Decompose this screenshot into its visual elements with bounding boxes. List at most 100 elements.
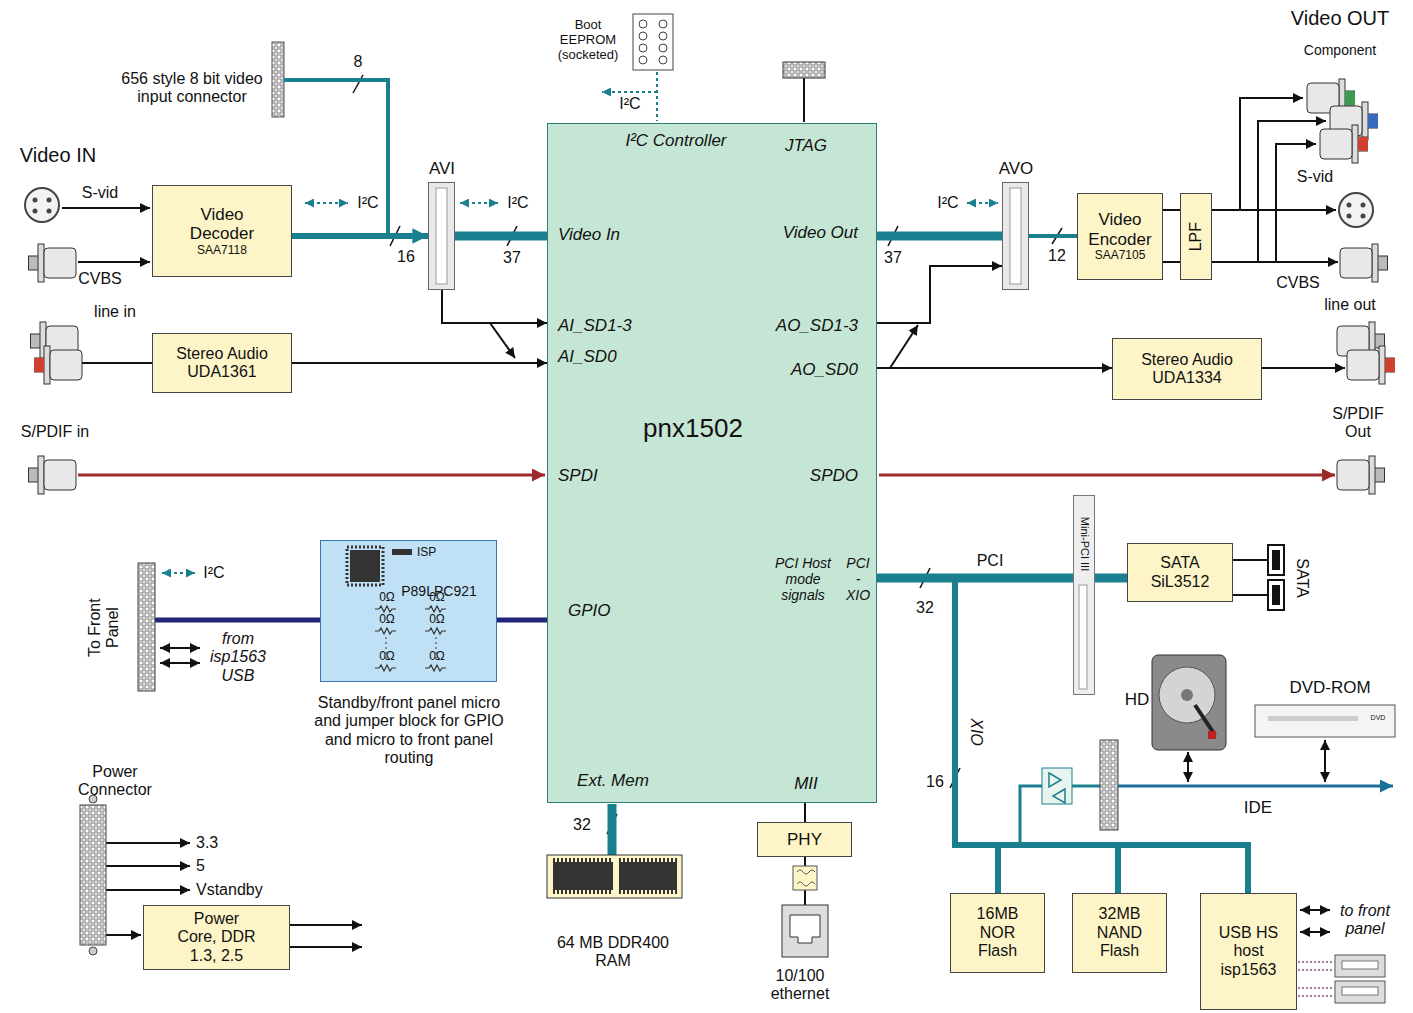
hard-disk bbox=[1152, 655, 1226, 750]
box-text: AVI bbox=[429, 159, 455, 179]
signal-wire bbox=[82, 362, 152, 364]
box-text: GPIO bbox=[568, 601, 611, 621]
sata-connector bbox=[1268, 545, 1284, 575]
diagram-label: DVD bbox=[1371, 714, 1386, 722]
connector bbox=[1163, 261, 1180, 263]
signal-wire bbox=[78, 261, 150, 263]
ethernet-jack bbox=[790, 915, 820, 943]
signal-wire bbox=[1276, 144, 1316, 262]
signal-wire bbox=[1324, 740, 1326, 782]
diagram-label: 16 bbox=[926, 773, 944, 791]
power-box: Power Core, DDR 1.3, 2.5 bbox=[143, 905, 290, 970]
usb-jack bbox=[1342, 961, 1378, 969]
signal-wire bbox=[106, 889, 190, 891]
ram-chips bbox=[547, 855, 682, 898]
jack-icon bbox=[29, 456, 77, 494]
signal-wire bbox=[1233, 594, 1268, 596]
slot-connector: Mini-PCI III bbox=[1073, 495, 1095, 695]
connector bbox=[442, 290, 547, 323]
header-connector bbox=[783, 62, 825, 78]
av-connector: AVI bbox=[428, 182, 455, 290]
chip-box: USB HS host isp1563 bbox=[1200, 893, 1297, 1010]
i2c-arrow bbox=[162, 572, 195, 574]
jack-icon bbox=[1345, 91, 1355, 105]
signal-wire bbox=[1240, 98, 1303, 210]
diagram-label: 32 bbox=[916, 599, 934, 617]
box-text: PCI - XIO bbox=[843, 555, 873, 603]
jack-icon bbox=[1320, 125, 1368, 163]
hard-disk bbox=[1208, 731, 1216, 739]
sata-connector bbox=[1268, 545, 1284, 610]
i2c-arrow bbox=[967, 202, 998, 204]
diagram-label: Boot EEPROM (socketed) bbox=[549, 18, 627, 63]
box-text: AI_SD1-3 bbox=[558, 316, 632, 336]
diagram-label: 3.3 bbox=[196, 834, 218, 852]
bus-wire bbox=[272, 42, 284, 117]
box-text: Mini-PCI III bbox=[1079, 517, 1092, 571]
jack-icon bbox=[1347, 346, 1395, 384]
jack-icon bbox=[29, 244, 77, 282]
diagram-label: 64 MB DDR400 RAM bbox=[538, 934, 688, 971]
box-text: Power Core, DDR 1.3, 2.5 bbox=[176, 910, 258, 965]
bus-label: 12 bbox=[1046, 247, 1068, 265]
diagram-label: Component bbox=[1304, 42, 1376, 58]
diagram-label: SATA bbox=[1293, 558, 1311, 597]
eeprom-chip bbox=[639, 44, 647, 52]
box-text: SAA7118 bbox=[197, 244, 247, 258]
diagram-label: line out bbox=[1324, 296, 1376, 314]
av-connector-drawing bbox=[428, 182, 455, 290]
i2c-arrow bbox=[305, 202, 348, 204]
connector bbox=[877, 578, 1248, 893]
connector bbox=[1095, 574, 1127, 583]
signal-wire bbox=[160, 662, 200, 664]
box-text: SPDO bbox=[810, 466, 858, 486]
diagram-label: from isp1563 USB bbox=[203, 630, 273, 685]
ram-chips bbox=[547, 855, 682, 898]
signal-wire bbox=[290, 946, 362, 948]
av-connector-drawing bbox=[1010, 188, 1021, 284]
jack-icon bbox=[1340, 244, 1388, 282]
bus-wire bbox=[1118, 785, 1393, 788]
diagram-label: IDE bbox=[1244, 798, 1272, 818]
diagram-label: Vstandby bbox=[196, 881, 263, 899]
signal-wire bbox=[62, 78, 1345, 947]
box-text: 32MB NAND Flash bbox=[1090, 905, 1150, 960]
connector bbox=[292, 233, 428, 239]
diagram-label: CVBS bbox=[78, 270, 122, 288]
diagram-label: S-vid bbox=[82, 184, 118, 202]
diagram-label: S/PDIF in bbox=[21, 423, 89, 441]
bus-label: 16 bbox=[395, 248, 417, 266]
micro-block-drawing bbox=[347, 547, 383, 585]
signal-wire bbox=[106, 865, 190, 867]
diagram-label: to front panel bbox=[1329, 902, 1401, 939]
signal-wire bbox=[290, 924, 362, 926]
micro-block-drawing bbox=[375, 606, 396, 612]
jack-icon bbox=[1385, 358, 1395, 372]
diagram-label: HD bbox=[1125, 690, 1150, 710]
box-text: AVO bbox=[999, 159, 1034, 179]
soc-box: I²C ControllerJTAGVideo InVideo OutAI_SD… bbox=[547, 123, 877, 803]
jack-icon bbox=[34, 358, 44, 372]
box-text: Stereo Audio UDA1334 bbox=[1122, 351, 1252, 388]
bus-wire bbox=[284, 80, 388, 236]
connector bbox=[877, 232, 1002, 241]
bus-tick bbox=[353, 75, 363, 93]
eeprom-chip bbox=[659, 44, 667, 52]
memory-box: 32MB NAND Flash bbox=[1072, 893, 1167, 973]
signal-wire bbox=[1233, 559, 1268, 561]
eeprom-chip bbox=[633, 14, 673, 70]
bus-label: PCI bbox=[975, 552, 1006, 570]
i2c-arrow bbox=[656, 72, 658, 121]
box-text: LPF bbox=[1187, 222, 1205, 251]
diagram-label: 5 bbox=[196, 857, 205, 875]
signal-wire bbox=[1300, 931, 1330, 933]
box-text: Stereo Audio UDA1361 bbox=[157, 345, 287, 382]
chip-box: PHY bbox=[757, 822, 852, 857]
box-text: Video Out bbox=[783, 223, 858, 243]
diagram-label: I²C bbox=[203, 564, 224, 582]
connector bbox=[497, 618, 547, 623]
eeprom-chip bbox=[659, 56, 667, 64]
usb-jack bbox=[1298, 962, 1335, 996]
box-text: AI_SD0 bbox=[558, 347, 617, 367]
